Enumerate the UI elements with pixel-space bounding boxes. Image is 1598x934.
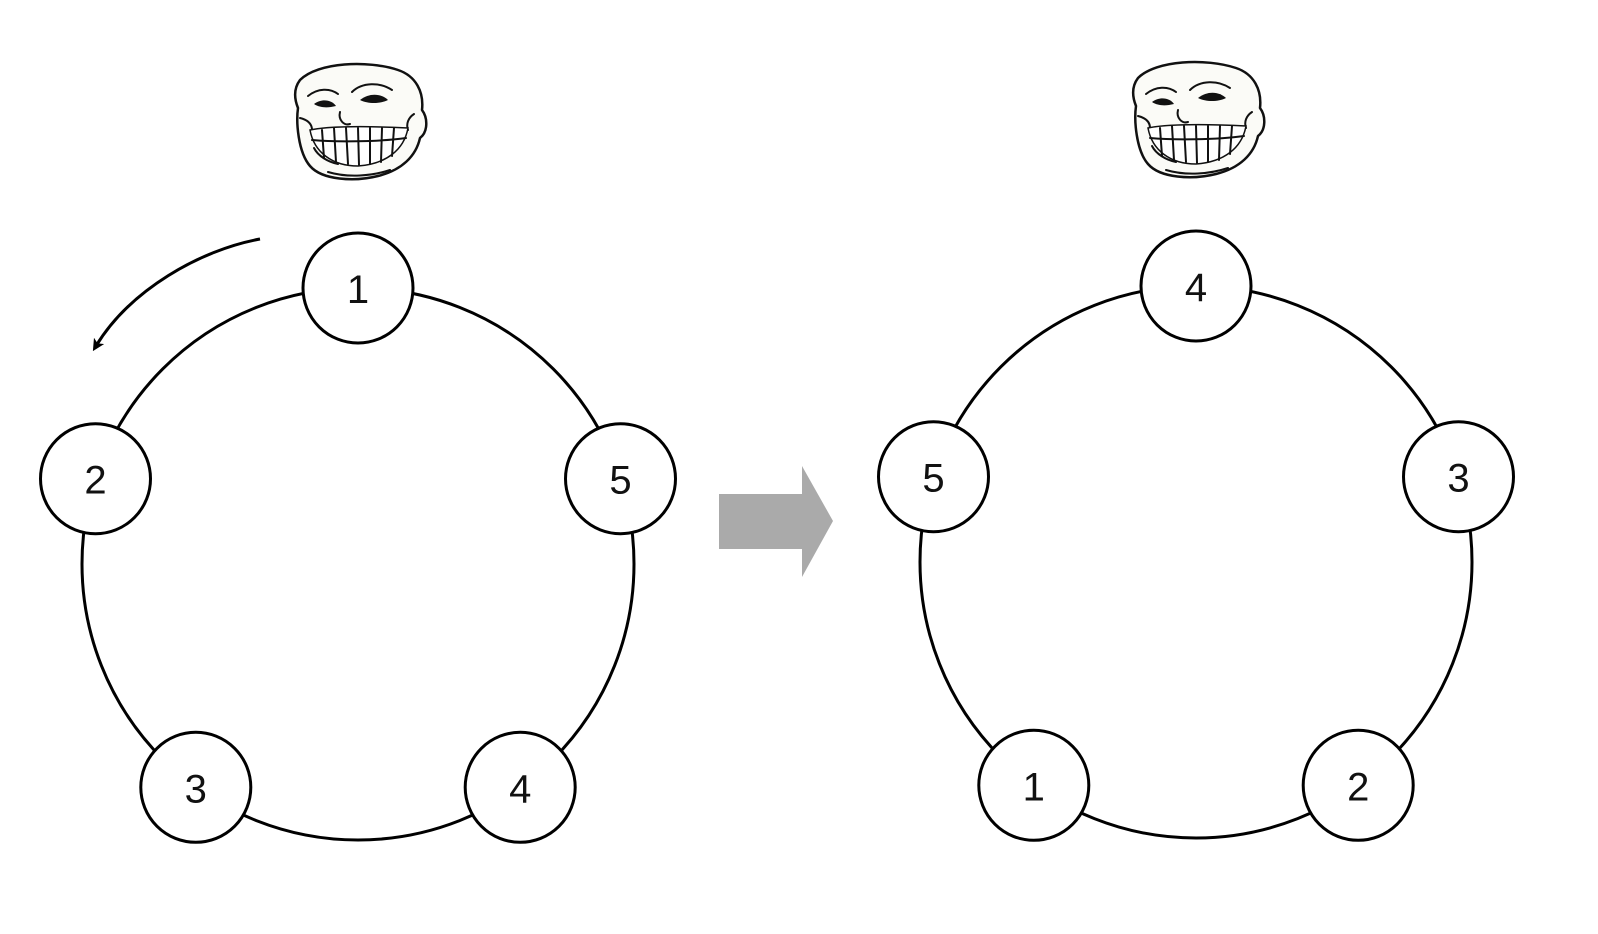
troll-face-icon <box>293 62 428 181</box>
node-circle <box>463 730 577 844</box>
node-circle <box>301 231 415 345</box>
node-label: 1 <box>347 268 369 312</box>
node-label: 1 <box>1023 765 1045 809</box>
node-circle <box>1139 229 1253 343</box>
troll-face-icon <box>1131 60 1266 179</box>
before-diagram: 1 5 4 3 2 <box>39 62 677 844</box>
curved-arrow-icon <box>92 237 261 352</box>
node-circle <box>564 422 677 536</box>
node-label: 5 <box>922 457 944 501</box>
node: 2 <box>39 422 152 536</box>
node-label: 3 <box>1447 457 1469 501</box>
node-label: 4 <box>1185 266 1207 310</box>
node: 4 <box>1139 229 1253 343</box>
node-circle <box>39 422 152 536</box>
node-circle <box>977 728 1091 842</box>
node: 2 <box>1301 728 1415 842</box>
node: 5 <box>877 420 990 534</box>
node-label: 2 <box>84 459 106 503</box>
node-label: 4 <box>509 767 531 811</box>
node: 3 <box>139 730 253 844</box>
after-diagram: 4 3 2 1 5 <box>877 60 1515 842</box>
node: 1 <box>977 728 1091 842</box>
node: 3 <box>1402 420 1515 534</box>
node: 4 <box>463 730 577 844</box>
node-label: 3 <box>185 767 207 811</box>
node: 5 <box>564 422 677 536</box>
right-arrow-icon <box>719 466 833 577</box>
node-circle <box>1402 420 1515 534</box>
node-circle <box>877 420 990 534</box>
node-circle <box>1301 728 1415 842</box>
node-label: 2 <box>1347 765 1369 809</box>
node: 1 <box>301 231 415 345</box>
node-label: 5 <box>609 459 631 503</box>
node-circle <box>139 730 253 844</box>
